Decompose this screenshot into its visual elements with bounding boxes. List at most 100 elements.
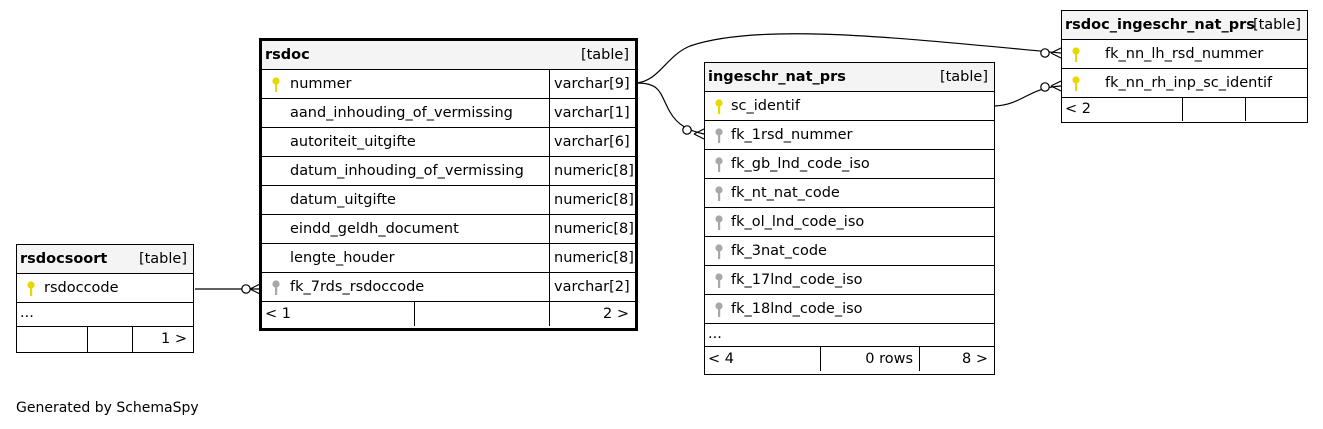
primary-key-icon (1072, 47, 1080, 62)
ellipsis: ... (20, 305, 34, 321)
generated-by-note: Generated by SchemaSpy (16, 400, 199, 416)
column-row[interactable]: fk_18lnd_code_iso (705, 295, 994, 324)
table-header: rsdoc [table] (262, 41, 635, 70)
column-name: nummer (290, 76, 352, 92)
column-name: fk_18lnd_code_iso (731, 301, 863, 317)
column-row[interactable]: fk_7rds_rsdoccode varchar[2] (262, 273, 635, 302)
column-name: eindd_geldh_document (290, 221, 459, 237)
children-count[interactable]: 2 > (549, 302, 635, 326)
foreign-key-icon (715, 215, 723, 230)
edge-rsdoc-ingeschr (636, 82, 705, 135)
rows-count (87, 327, 132, 352)
table-footer: < 2 (1062, 98, 1307, 121)
edge-ingeschr-link (994, 85, 1062, 107)
column-row[interactable]: datum_inhouding_of_vermissing numeric[8] (262, 157, 635, 186)
column-name: fk_17lnd_code_iso (731, 272, 863, 288)
more-columns: ... (705, 324, 994, 347)
column-row[interactable]: fk_3nat_code (705, 237, 994, 266)
column-name: datum_inhouding_of_vermissing (290, 163, 524, 179)
column-row[interactable]: fk_nn_lh_rsd_nummer (1062, 40, 1307, 69)
column-name: sc_identif (731, 98, 800, 114)
column-name: aand_inhouding_of_vermissing (290, 105, 513, 121)
column-row[interactable]: autoriteit_uitgifte varchar[6] (262, 128, 635, 157)
rows-count: 0 rows (820, 347, 919, 371)
column-row[interactable]: fk_ol_lnd_code_iso (705, 208, 994, 237)
column-row[interactable]: nummer varchar[9] (262, 70, 635, 99)
column-name: fk_1rsd_nummer (731, 127, 853, 143)
foreign-key-icon (715, 273, 723, 288)
table-rsdocsoort[interactable]: rsdocsoort [table] rsdoccode ... 1 > (16, 244, 194, 353)
column-row[interactable]: rsdoccode (17, 274, 193, 303)
primary-key-icon (1072, 76, 1080, 91)
table-footer: 1 > (17, 327, 193, 352)
column-type: varchar[9] (549, 70, 635, 98)
table-tag: [table] (1252, 17, 1301, 33)
column-name: fk_7rds_rsdoccode (290, 279, 425, 295)
primary-key-icon (272, 77, 280, 92)
table-footer: < 1 2 > (262, 302, 635, 326)
rows-count (1182, 98, 1245, 121)
column-row[interactable]: fk_nn_rh_inp_sc_identif (1062, 69, 1307, 98)
column-name: fk_nn_lh_rsd_nummer (1105, 46, 1264, 62)
table-ingeschr-nat-prs[interactable]: ingeschr_nat_prs [table] sc_identif fk_1… (704, 62, 995, 375)
parents-count[interactable]: < 1 (265, 306, 291, 322)
table-tag: [table] (580, 47, 629, 63)
table-footer: < 4 0 rows 8 > (705, 347, 994, 371)
table-rsdoc-ingeschr-nat-prs[interactable]: rsdoc_ingeschr_nat_prs [table] fk_nn_lh_… (1061, 10, 1308, 123)
column-name: rsdoccode (44, 280, 119, 296)
column-row[interactable]: fk_17lnd_code_iso (705, 266, 994, 295)
column-name: autoriteit_uitgifte (290, 134, 416, 150)
foreign-key-icon (715, 157, 723, 172)
table-tag: [table] (939, 69, 988, 85)
ellipsis: ... (708, 326, 722, 342)
column-name: fk_nn_rh_inp_sc_identif (1105, 75, 1273, 91)
column-name: fk_3nat_code (731, 243, 827, 259)
table-rsdoc[interactable]: rsdoc [table] nummer varchar[9] aand_inh… (259, 38, 638, 331)
column-row[interactable]: fk_nt_nat_code (705, 179, 994, 208)
column-name: fk_gb_lnd_code_iso (731, 156, 870, 172)
children-count[interactable]: 1 > (132, 327, 193, 352)
primary-key-icon (27, 281, 35, 296)
table-title: rsdocsoort (20, 251, 108, 267)
foreign-key-icon (715, 244, 723, 259)
column-type: varchar[6] (549, 128, 635, 156)
column-row[interactable]: sc_identif (705, 92, 994, 121)
parents-count[interactable]: < 2 (1065, 101, 1091, 117)
parents-count (17, 327, 87, 352)
table-title: rsdoc (265, 47, 310, 63)
column-row[interactable]: datum_uitgifte numeric[8] (262, 186, 635, 215)
column-type: numeric[8] (549, 215, 635, 243)
column-name: datum_uitgifte (290, 192, 396, 208)
rows-count (414, 302, 549, 326)
column-name: fk_ol_lnd_code_iso (731, 214, 865, 230)
column-type: numeric[8] (549, 244, 635, 272)
column-row[interactable]: fk_gb_lnd_code_iso (705, 150, 994, 179)
foreign-key-icon (715, 186, 723, 201)
column-type: varchar[1] (549, 99, 635, 127)
column-type: numeric[8] (549, 157, 635, 185)
foreign-key-icon (715, 302, 723, 317)
table-header: rsdocsoort [table] (17, 245, 193, 274)
edge-rsdoc-link (636, 33, 1062, 84)
column-name: lengte_houder (290, 250, 395, 266)
foreign-key-icon (715, 128, 723, 143)
primary-key-icon (715, 99, 723, 114)
table-tag: [table] (138, 251, 187, 267)
column-row[interactable]: lengte_houder numeric[8] (262, 244, 635, 273)
more-columns: ... (17, 303, 193, 327)
column-type: varchar[2] (549, 273, 635, 301)
table-header: rsdoc_ingeschr_nat_prs [table] (1062, 11, 1307, 40)
column-row[interactable]: fk_1rsd_nummer (705, 121, 994, 150)
column-row[interactable]: aand_inhouding_of_vermissing varchar[1] (262, 99, 635, 128)
children-count[interactable]: 8 > (919, 347, 994, 371)
column-row[interactable]: eindd_geldh_document numeric[8] (262, 215, 635, 244)
children-count (1245, 98, 1307, 121)
table-header: ingeschr_nat_prs [table] (705, 63, 994, 92)
table-title: rsdoc_ingeschr_nat_prs (1065, 17, 1255, 33)
parents-count[interactable]: < 4 (708, 351, 734, 367)
column-name: fk_nt_nat_code (731, 185, 840, 201)
table-title: ingeschr_nat_prs (708, 69, 846, 85)
column-type: numeric[8] (549, 186, 635, 214)
foreign-key-icon (272, 280, 280, 295)
